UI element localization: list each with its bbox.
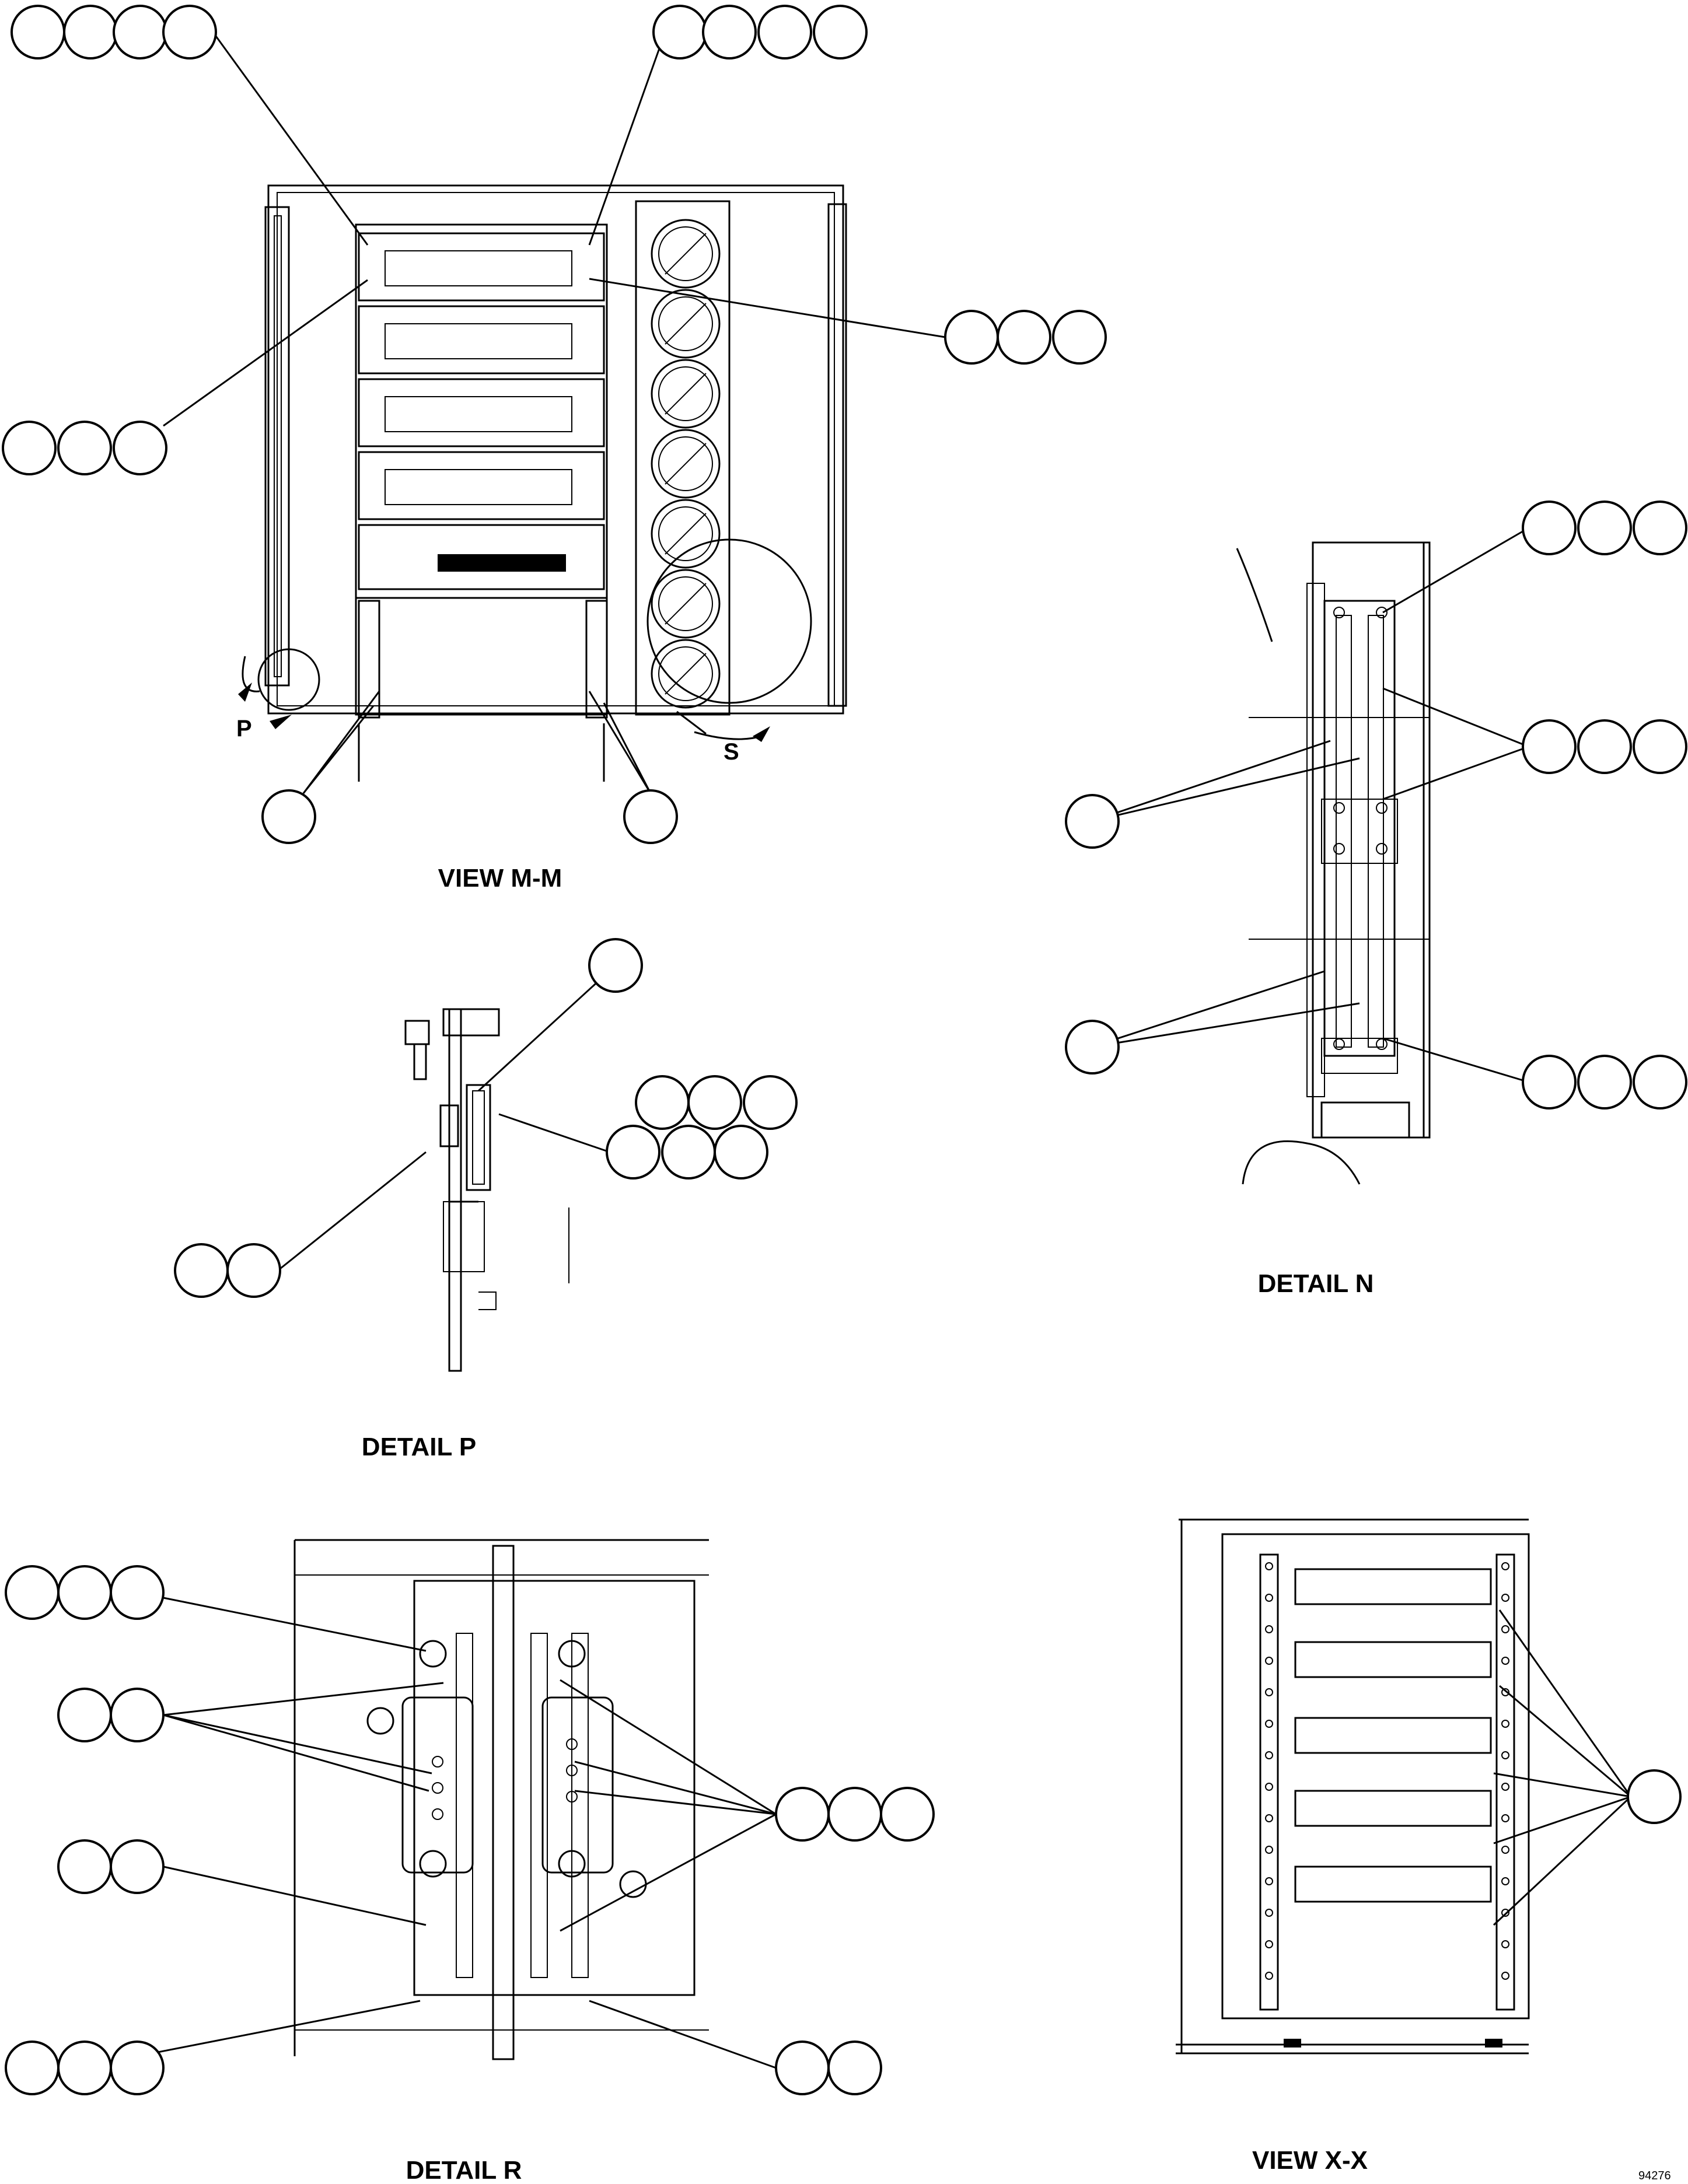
fan — [651, 219, 721, 289]
callout-bubble — [944, 310, 999, 365]
callout-bubble — [714, 1125, 768, 1180]
callout-bubble — [1052, 310, 1107, 365]
callout-bubble — [827, 1787, 882, 1842]
callout-bubble — [1577, 501, 1632, 555]
callout-bubble — [1522, 719, 1577, 774]
callout-bubble — [687, 1075, 742, 1130]
fan — [651, 499, 721, 569]
callout-bubble — [997, 310, 1051, 365]
caption-view-x-x: VIEW X-X — [1252, 2146, 1368, 2175]
detail-n: DETAIL N — [1065, 501, 1687, 1298]
callout-bubble — [1577, 1055, 1632, 1110]
rack-module-4 — [358, 451, 605, 520]
view-x-x: VIEW X-X 94276 — [1176, 1518, 1682, 2182]
view-letter-s: S — [724, 739, 739, 765]
callout-bubble — [623, 789, 678, 844]
view-m-m: P S VIEW M-M — [2, 5, 1107, 892]
callout-bubble — [1627, 1769, 1682, 1824]
rack-module-5 — [358, 524, 605, 590]
callout-bubble — [635, 1075, 690, 1130]
callout-bubble — [162, 5, 217, 60]
callout-bubble — [1633, 1055, 1687, 1110]
callout-bubble — [1577, 719, 1632, 774]
rack-module-3 — [358, 378, 605, 447]
callout-bubble — [652, 5, 707, 60]
callout-bubble — [606, 1125, 660, 1180]
callout-bubble — [702, 5, 757, 60]
fan — [651, 289, 721, 359]
callout-bubble — [757, 5, 812, 60]
callout-bubble — [63, 5, 118, 60]
callout-bubble — [775, 1787, 830, 1842]
caption-detail-p: DETAIL P — [362, 1433, 476, 1461]
callout-bubble — [661, 1125, 716, 1180]
callout-bubble — [827, 2041, 882, 2095]
callout-bubble — [1522, 501, 1577, 555]
callout-bubble — [588, 938, 643, 993]
callout-bubble — [1065, 794, 1120, 849]
fan — [651, 639, 721, 709]
callout-bubble — [880, 1787, 935, 1842]
callout-bubble — [261, 789, 316, 844]
callout-bubble — [110, 2041, 165, 2095]
callout-bubble — [775, 2041, 830, 2095]
callout-bubble — [57, 1565, 112, 1620]
rack-module-2 — [358, 305, 605, 374]
callout-bubble — [5, 2041, 60, 2095]
fan — [651, 359, 721, 429]
callout-bubble — [110, 1565, 165, 1620]
callout-bubble — [1633, 719, 1687, 774]
fan — [651, 569, 721, 639]
caption-view-m-m: VIEW M-M — [438, 864, 562, 892]
callout-bubble — [813, 5, 868, 60]
callout-bubble — [2, 421, 57, 475]
detail-p: DETAIL P — [174, 938, 798, 1461]
callout-bubble — [743, 1075, 798, 1130]
callout-bubble — [1065, 1020, 1120, 1074]
caption-detail-r: DETAIL R — [406, 2156, 522, 2184]
callout-bubble — [113, 421, 167, 475]
callout-bubble — [57, 1839, 112, 1894]
callout-bubble — [57, 421, 112, 475]
view-letter-p: P — [236, 716, 252, 741]
callout-bubble — [11, 5, 65, 60]
callout-bubble — [57, 1688, 112, 1742]
callout-bubble — [1633, 501, 1687, 555]
callout-bubble — [174, 1243, 229, 1298]
callout-bubble — [110, 1688, 165, 1742]
callout-bubble — [57, 2041, 112, 2095]
callout-bubble — [226, 1243, 281, 1298]
figure-number: 94276 — [1638, 2169, 1671, 2182]
fan — [651, 429, 721, 499]
callout-bubble — [113, 5, 167, 60]
callout-bubble — [5, 1565, 60, 1620]
fan-column — [651, 219, 721, 709]
callout-bubble — [1522, 1055, 1577, 1110]
detail-r: DETAIL R — [5, 1539, 935, 2184]
caption-detail-n: DETAIL N — [1258, 1269, 1374, 1298]
rack-module-1 — [358, 232, 605, 302]
callout-bubble — [110, 1839, 165, 1894]
